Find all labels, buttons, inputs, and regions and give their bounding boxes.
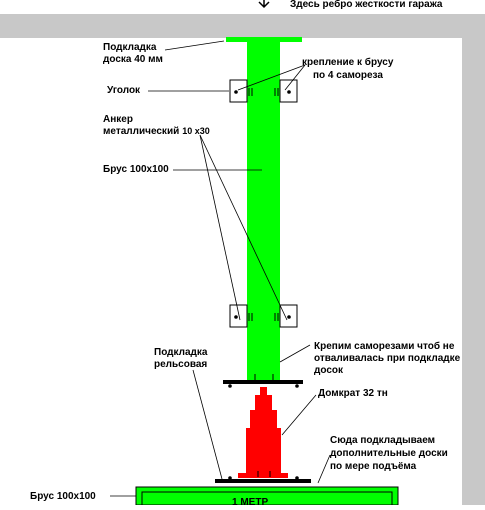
boards-label-line2: дополнительные доски bbox=[330, 448, 448, 459]
top-pad-board bbox=[226, 37, 302, 42]
bottom-beam-label: Брус 100х100 bbox=[30, 491, 96, 502]
corner-bracket-upper-right bbox=[274, 79, 298, 103]
jack-label: Домкрат 32 тн bbox=[318, 388, 388, 399]
screw-label-line2: отваливалась при подкладке bbox=[314, 353, 461, 364]
screw-label-line1: Крепим саморезами чтоб не bbox=[314, 340, 455, 352]
anchor-type: металлический bbox=[103, 126, 179, 137]
boards-label-line1: Сюда подкладываем bbox=[330, 435, 435, 446]
corner-bracket-upper-left bbox=[229, 79, 253, 103]
base-screw bbox=[228, 476, 232, 480]
screw-label-line3: досок bbox=[314, 365, 344, 376]
boards-label-line3: по мере подъёма bbox=[330, 461, 417, 472]
corner-label: Уголок bbox=[107, 85, 141, 96]
corner-bracket-lower-right bbox=[274, 304, 298, 328]
meter-label: 1 МЕТР bbox=[232, 497, 268, 505]
rail-pad bbox=[215, 479, 311, 483]
garage-rib-arrow bbox=[258, 0, 270, 9]
rail-pad-label-line2: рельсовая bbox=[154, 359, 207, 370]
corner-bracket-lower-left bbox=[229, 304, 253, 328]
top-pad-label-line1: Подкладка bbox=[103, 42, 157, 53]
rail-pad-label-line1: Подкладка bbox=[154, 347, 208, 358]
top-pad-label-line2: доска 40 мм bbox=[103, 54, 163, 65]
jack-base-marks bbox=[257, 471, 271, 477]
garage-rib-label: Здесь ребро жесткости гаража bbox=[290, 0, 443, 10]
plate-screw bbox=[228, 384, 232, 388]
plate-screw-marks bbox=[254, 374, 274, 380]
anchor-label-line1: Анкер bbox=[103, 114, 133, 125]
hydraulic-jack bbox=[238, 387, 288, 478]
beam-label: Брус 100х100 bbox=[103, 164, 169, 175]
fastening-label-line2: по 4 самореза bbox=[313, 70, 383, 81]
vertical-beam bbox=[247, 42, 280, 380]
leader-lines bbox=[110, 40, 331, 497]
beam-bottom-plate bbox=[223, 380, 303, 384]
anchor-size: 10 х30 bbox=[182, 126, 210, 136]
fastening-label-line1: крепление к брусу bbox=[302, 56, 394, 68]
base-screw bbox=[295, 476, 299, 480]
plate-screw bbox=[295, 384, 299, 388]
